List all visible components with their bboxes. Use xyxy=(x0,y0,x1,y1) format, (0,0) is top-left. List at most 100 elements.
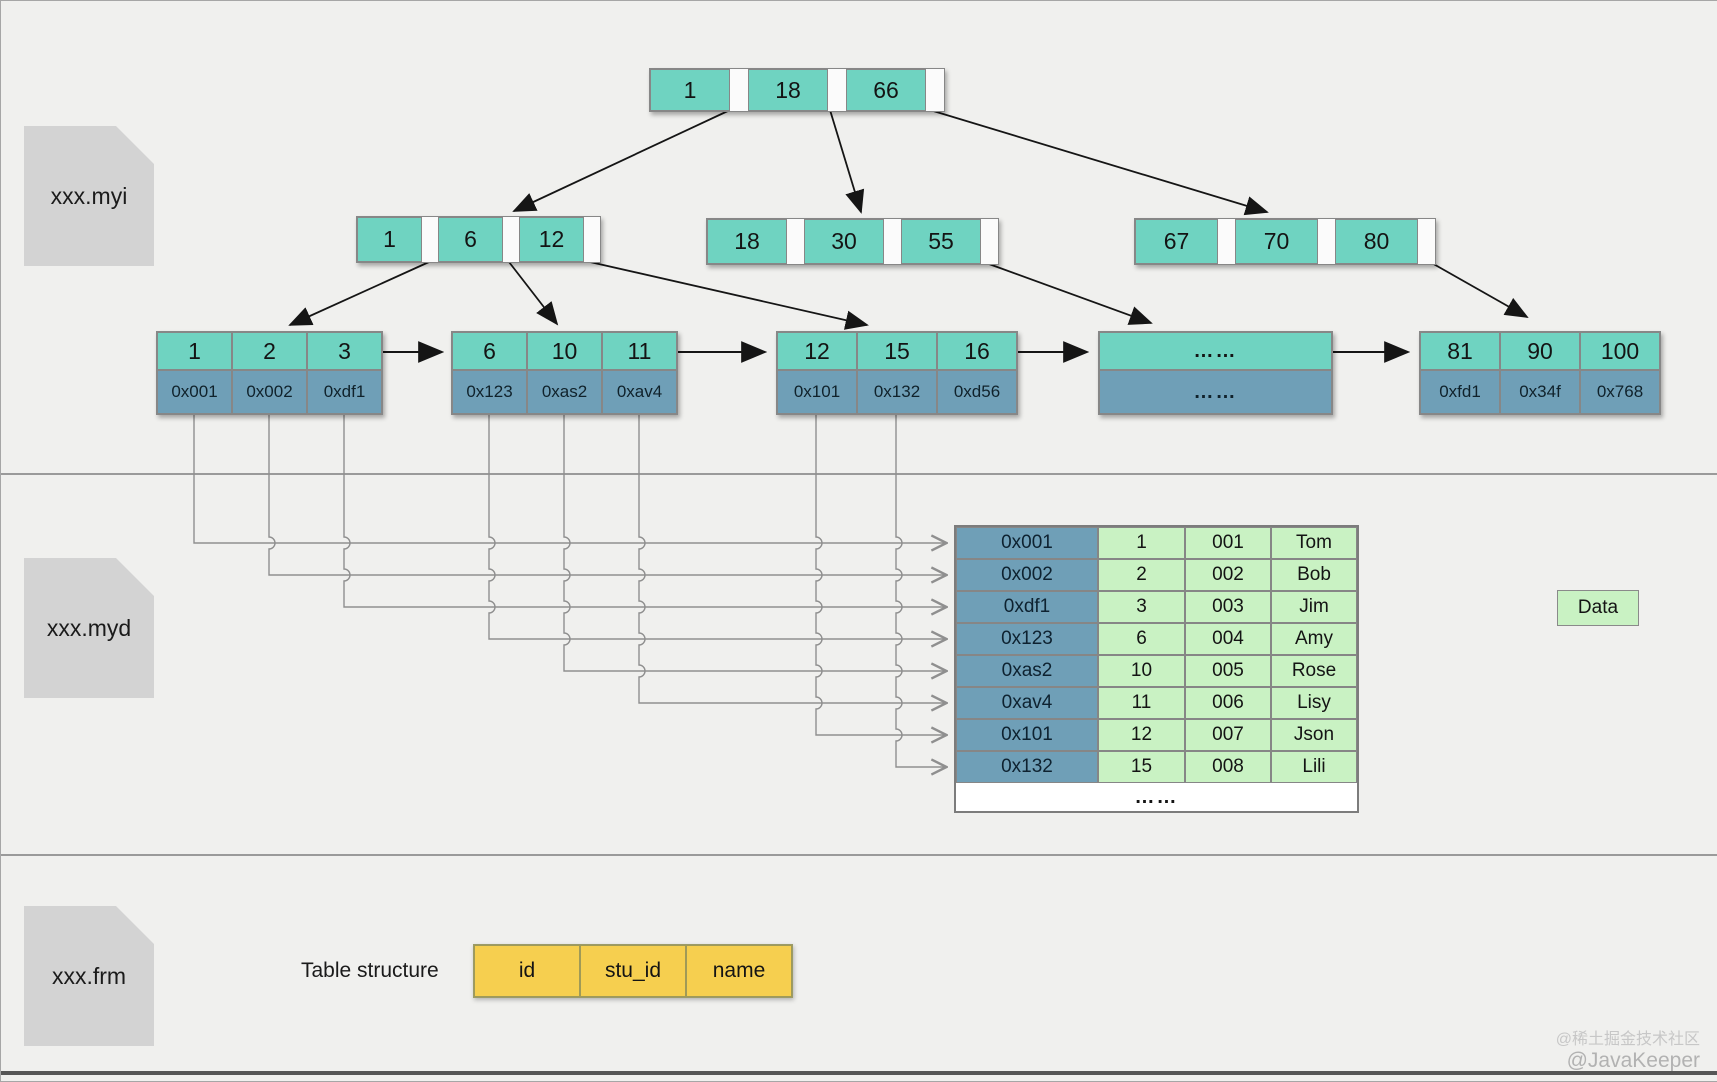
btree-leaf-node-5: 81 90 100 0xfd1 0x34f 0x768 xyxy=(1419,331,1661,415)
file-icon-frm: xxx.frm xyxy=(24,906,154,1046)
record-stuid-cell: 005 xyxy=(1185,655,1271,687)
table-row: 0xas2 10 005 Rose xyxy=(956,655,1357,687)
record-stuid-cell: 003 xyxy=(1185,591,1271,623)
btree-internal-node-3: 67 70 80 xyxy=(1134,218,1436,265)
internal-pointer-gap xyxy=(1418,219,1435,264)
internal-key: 12 xyxy=(519,217,584,262)
leaf-key: 90 xyxy=(1500,332,1580,370)
record-name-cell: Tom xyxy=(1271,527,1357,559)
internal-key: 70 xyxy=(1235,219,1318,264)
leaf-key: 15 xyxy=(857,332,937,370)
record-pointer-cell: 0xas2 xyxy=(956,655,1098,687)
record-id-cell: 6 xyxy=(1098,623,1185,655)
leaf-record-pointer: 0xdf1 xyxy=(307,370,382,414)
internal-pointer-gap xyxy=(422,217,438,262)
record-name-cell: Bob xyxy=(1271,559,1357,591)
leaf-key: 81 xyxy=(1420,332,1500,370)
record-pointer-cell: 0x123 xyxy=(956,623,1098,655)
internal-key: 67 xyxy=(1135,219,1218,264)
leaf-record-pointer: 0xas2 xyxy=(527,370,602,414)
table-ellipsis-row: …… xyxy=(956,783,1357,811)
record-stuid-cell: 002 xyxy=(1185,559,1271,591)
leaf-record-pointer: 0x34f xyxy=(1500,370,1580,414)
column-name: name xyxy=(686,945,792,997)
record-pointer-cell: 0xdf1 xyxy=(956,591,1098,623)
internal-key: 55 xyxy=(901,219,981,264)
internal-pointer-gap xyxy=(1218,219,1235,264)
table-row: 0x002 2 002 Bob xyxy=(956,559,1357,591)
pointer-connector-line xyxy=(638,415,945,703)
record-stuid-cell: 004 xyxy=(1185,623,1271,655)
leaf-key: 6 xyxy=(452,332,527,370)
arrow-node1-to-leaf1 xyxy=(288,261,430,326)
record-id-cell: 11 xyxy=(1098,687,1185,719)
leaf-ellipsis-keys: …… xyxy=(1099,332,1332,370)
leaf-key: 1 xyxy=(157,332,232,370)
arrow-node1-to-leaf3 xyxy=(589,261,869,330)
record-name-cell: Amy xyxy=(1271,623,1357,655)
leaf-record-pointer: 0x132 xyxy=(857,370,937,414)
record-stuid-cell: 007 xyxy=(1185,719,1271,751)
leaf-key: 2 xyxy=(232,332,307,370)
btree-internal-node-2: 18 30 55 xyxy=(706,218,999,265)
data-legend-box: Data xyxy=(1557,590,1639,626)
column-stu-id: stu_id xyxy=(580,945,686,997)
record-pointer-cell: 0x002 xyxy=(956,559,1098,591)
btree-root-node: 1 18 66 xyxy=(649,68,945,112)
root-key: 66 xyxy=(846,69,926,111)
record-pointer-cell: 0x001 xyxy=(956,527,1098,559)
table-row: 0xdf1 3 003 Jim xyxy=(956,591,1357,623)
record-pointer-cell: 0x132 xyxy=(956,751,1098,783)
leaf-key: 100 xyxy=(1580,332,1660,370)
table-row: 0x101 12 007 Json xyxy=(956,719,1357,751)
bottom-border-bar xyxy=(1,1071,1717,1075)
record-id-cell: 1 xyxy=(1098,527,1185,559)
btree-leaf-node-3: 12 15 16 0x101 0x132 0xd56 xyxy=(776,331,1018,415)
leaf-key: 12 xyxy=(777,332,857,370)
section-divider-myi-myd xyxy=(1,473,1717,475)
leaf-key: 11 xyxy=(602,332,677,370)
data-records-table: 0x001 1 001 Tom 0x002 2 002 Bob 0xdf1 3 … xyxy=(954,525,1359,813)
arrow-root-to-node3 xyxy=(929,109,1269,216)
arrow-node2-to-ellipsis-leaf xyxy=(988,263,1153,325)
arrow-root-to-node1 xyxy=(512,109,731,212)
arrow-root-to-node2 xyxy=(829,109,865,214)
table-row: 0xav4 11 006 Lisy xyxy=(956,687,1357,719)
table-row: 0x123 6 004 Amy xyxy=(956,623,1357,655)
internal-pointer-gap xyxy=(884,219,901,264)
leaf-key: 10 xyxy=(527,332,602,370)
arrow-node3-to-leaf5 xyxy=(1429,261,1529,318)
record-name-cell: Json xyxy=(1271,719,1357,751)
record-pointer-cell: 0xav4 xyxy=(956,687,1098,719)
record-pointer-connectors xyxy=(193,415,945,767)
record-id-cell: 3 xyxy=(1098,591,1185,623)
record-name-cell: Lisy xyxy=(1271,687,1357,719)
pointer-connector-line xyxy=(815,415,945,735)
file-icon-myi: xxx.myi xyxy=(24,126,154,266)
internal-pointer-gap xyxy=(1318,219,1335,264)
file-label-myd: xxx.myd xyxy=(46,614,132,641)
watermark-community: @稀土掘金技术社区 xyxy=(1555,1031,1700,1048)
pointer-connector-line xyxy=(193,415,945,543)
section-divider-myd-frm xyxy=(1,854,1717,856)
internal-pointer-gap xyxy=(981,219,998,264)
record-name-cell: Jim xyxy=(1271,591,1357,623)
record-stuid-cell: 006 xyxy=(1185,687,1271,719)
leaf-ellipsis-pointers: …… xyxy=(1099,370,1332,414)
leaf-record-pointer: 0xfd1 xyxy=(1420,370,1500,414)
pointer-connector-line xyxy=(563,415,945,671)
internal-pointer-gap xyxy=(503,217,519,262)
root-key: 18 xyxy=(748,69,828,111)
internal-key: 30 xyxy=(804,219,884,264)
data-legend-label: Data xyxy=(1577,597,1619,618)
record-id-cell: 12 xyxy=(1098,719,1185,751)
btree-leaf-node-ellipsis: …… …… xyxy=(1098,331,1333,415)
pointer-connector-line xyxy=(895,415,945,767)
tree-arrows xyxy=(288,109,1529,330)
record-stuid-cell: 001 xyxy=(1185,527,1271,559)
file-icon-myd: xxx.myd xyxy=(24,558,154,698)
record-stuid-cell: 008 xyxy=(1185,751,1271,783)
record-id-cell: 10 xyxy=(1098,655,1185,687)
